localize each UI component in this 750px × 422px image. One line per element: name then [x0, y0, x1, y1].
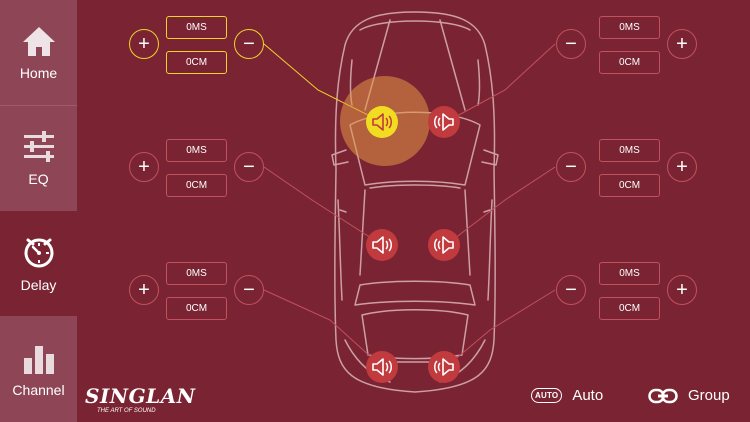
nav-label-delay: Delay [20, 276, 57, 293]
rear-left-distance-field[interactable]: 0CM [166, 297, 227, 320]
mid-right-decrease-button[interactable]: − [556, 152, 586, 182]
nav-label-eq: EQ [28, 170, 49, 187]
mid-left-distance-field[interactable]: 0CM [166, 174, 227, 197]
mid-left-delay-field[interactable]: 0MS [166, 139, 227, 162]
nav-item-channel[interactable]: Channel [0, 317, 77, 422]
speaker-mid-right[interactable] [428, 229, 460, 261]
speaker-icon [434, 358, 454, 376]
speaker-icon [434, 113, 454, 131]
nav-item-delay[interactable]: Delay [0, 211, 77, 316]
front-right-delay-field[interactable]: 0MS [599, 16, 660, 39]
channel-icon [23, 345, 54, 374]
mid-left-increase-button[interactable]: + [129, 152, 159, 182]
auto-button[interactable]: AUTO Auto [531, 387, 603, 404]
front-right-increase-button[interactable]: + [667, 29, 697, 59]
front-left-delay-field[interactable]: 0MS [166, 16, 227, 39]
speaker-icon [372, 236, 392, 254]
mid-right-delay-field[interactable]: 0MS [599, 139, 660, 162]
rear-right-increase-button[interactable]: + [667, 275, 697, 305]
nav-item-eq[interactable]: EQ [0, 106, 77, 211]
brand-logo: SINGLAN THE ART OF SOUND [85, 384, 195, 418]
sidebar: Home EQ Delay [0, 0, 77, 422]
speaker-front-right[interactable] [428, 106, 460, 138]
speaker-front-left[interactable] [366, 106, 398, 138]
auto-icon: AUTO [531, 388, 563, 403]
speaker-icon [372, 358, 392, 376]
speaker-rear-right[interactable] [428, 351, 460, 383]
group-label: Group [688, 387, 730, 404]
delay-icon [24, 238, 53, 267]
link-icon [648, 388, 678, 403]
rear-right-distance-field[interactable]: 0CM [599, 297, 660, 320]
brand-name: SINGLAN [85, 384, 196, 408]
nav-label-channel: Channel [12, 381, 65, 398]
brand-tagline: THE ART OF SOUND [97, 408, 156, 414]
home-icon [22, 26, 55, 56]
nav-divider [0, 105, 77, 106]
rear-left-decrease-button[interactable]: − [234, 275, 264, 305]
eq-icon [23, 130, 54, 162]
mid-right-distance-field[interactable]: 0CM [599, 174, 660, 197]
front-right-decrease-button[interactable]: − [556, 29, 586, 59]
speaker-mid-left[interactable] [366, 229, 398, 261]
rear-left-delay-field[interactable]: 0MS [166, 262, 227, 285]
auto-label: Auto [572, 387, 604, 404]
mid-left-decrease-button[interactable]: − [234, 152, 264, 182]
speaker-icon [372, 113, 392, 131]
front-left-increase-button[interactable]: + [129, 29, 159, 59]
speaker-rear-left[interactable] [366, 351, 398, 383]
nav-item-home[interactable]: Home [0, 0, 77, 105]
front-left-decrease-button[interactable]: − [234, 29, 264, 59]
rear-right-decrease-button[interactable]: − [556, 275, 586, 305]
nav-label-home: Home [19, 64, 58, 81]
group-button[interactable]: Group [648, 387, 730, 404]
rear-left-increase-button[interactable]: + [129, 275, 159, 305]
mid-right-increase-button[interactable]: + [667, 152, 697, 182]
front-right-distance-field[interactable]: 0CM [599, 51, 660, 74]
front-left-distance-field[interactable]: 0CM [166, 51, 227, 74]
rear-right-delay-field[interactable]: 0MS [599, 262, 660, 285]
speaker-icon [434, 236, 454, 254]
